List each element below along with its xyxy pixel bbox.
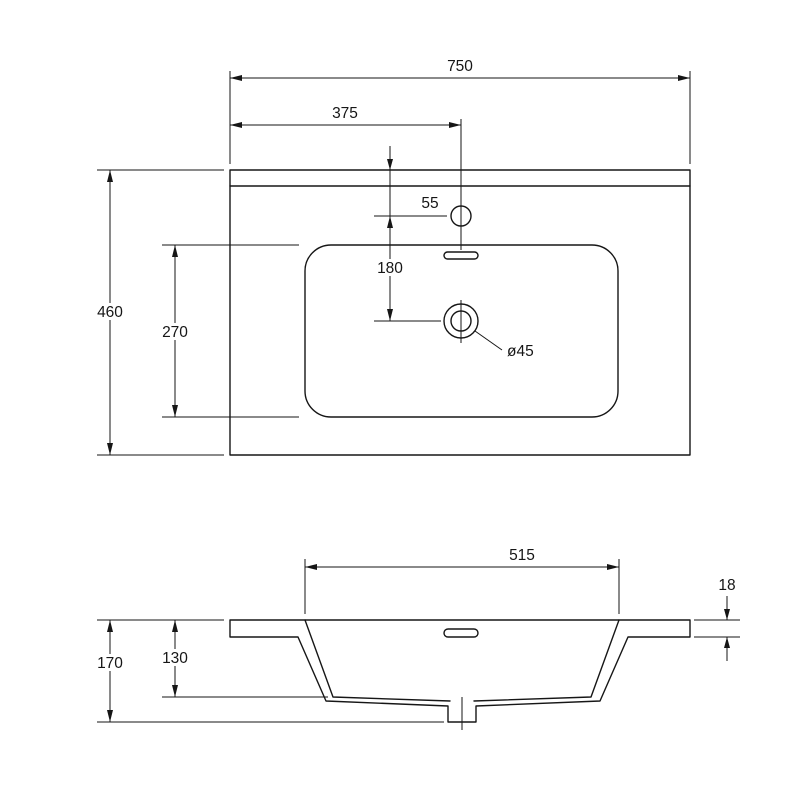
basin-width-label: 515: [509, 547, 535, 564]
dim-basin-width: 515: [304, 547, 620, 614]
dim-overall-height: 170: [95, 619, 444, 723]
dim-arrow: [387, 216, 393, 228]
dim-arrow: [230, 75, 242, 81]
section-outer-profile: [229, 619, 691, 723]
basin-height-label: 130: [162, 650, 188, 667]
dim-overall-depth: 460: [95, 169, 224, 456]
dim-arrow: [172, 685, 178, 697]
dim-basin-depth: 270: [160, 244, 299, 418]
overall-depth-label: 460: [97, 304, 123, 321]
dim-arrow: [107, 443, 113, 455]
dim-arrow: [678, 75, 690, 81]
overall-height-label: 170: [97, 655, 123, 672]
section-overflow-slot: [443, 628, 479, 638]
dim-drain-diameter: ø45: [474, 330, 534, 360]
top-thickness-label: 18: [718, 577, 735, 594]
faucet-to-drain-label: 180: [377, 260, 403, 277]
label-mask: [95, 654, 125, 671]
dim-edge-to-faucet: 55: [374, 146, 447, 217]
countertop-outline: [229, 169, 691, 456]
top-view: 750 375 460 270: [95, 58, 691, 456]
basin-depth-label: 270: [162, 324, 188, 341]
dim-arrow: [107, 710, 113, 722]
dim-arrow: [387, 309, 393, 321]
dim-arrow: [230, 122, 242, 128]
dim-top-thickness: 18: [694, 577, 740, 661]
faucet-offset-label: 375: [332, 105, 358, 122]
label-mask: [160, 649, 190, 666]
section-inner-profile-right: [473, 619, 620, 702]
overflow-slot: [443, 251, 479, 260]
label-mask: [373, 259, 407, 276]
dim-basin-height: 130: [160, 620, 328, 698]
section-inner-profile-left: [304, 619, 451, 702]
dim-arrow: [387, 159, 393, 170]
dim-arrow: [172, 620, 178, 632]
dim-arrow: [449, 122, 461, 128]
label-mask: [95, 303, 125, 320]
label-mask: [160, 323, 190, 340]
section-view: 515 18 170 130: [95, 547, 740, 730]
dim-arrow: [305, 564, 317, 570]
dim-overall-width: 750: [229, 58, 691, 164]
dim-arrow: [172, 245, 178, 257]
dim-faucet-offset: 375: [230, 105, 461, 128]
dim-arrow: [724, 637, 730, 648]
drain-diameter-label: ø45: [507, 343, 534, 360]
dim-arrow: [107, 620, 113, 632]
dim-arrow: [607, 564, 619, 570]
dim-arrow: [724, 609, 730, 620]
dim-arrow: [107, 170, 113, 182]
edge-to-faucet-label: 55: [421, 195, 438, 212]
overall-width-label: 750: [447, 58, 473, 75]
leader-line: [474, 330, 503, 351]
dim-arrow: [172, 405, 178, 417]
dim-faucet-to-drain: 180: [373, 216, 441, 322]
